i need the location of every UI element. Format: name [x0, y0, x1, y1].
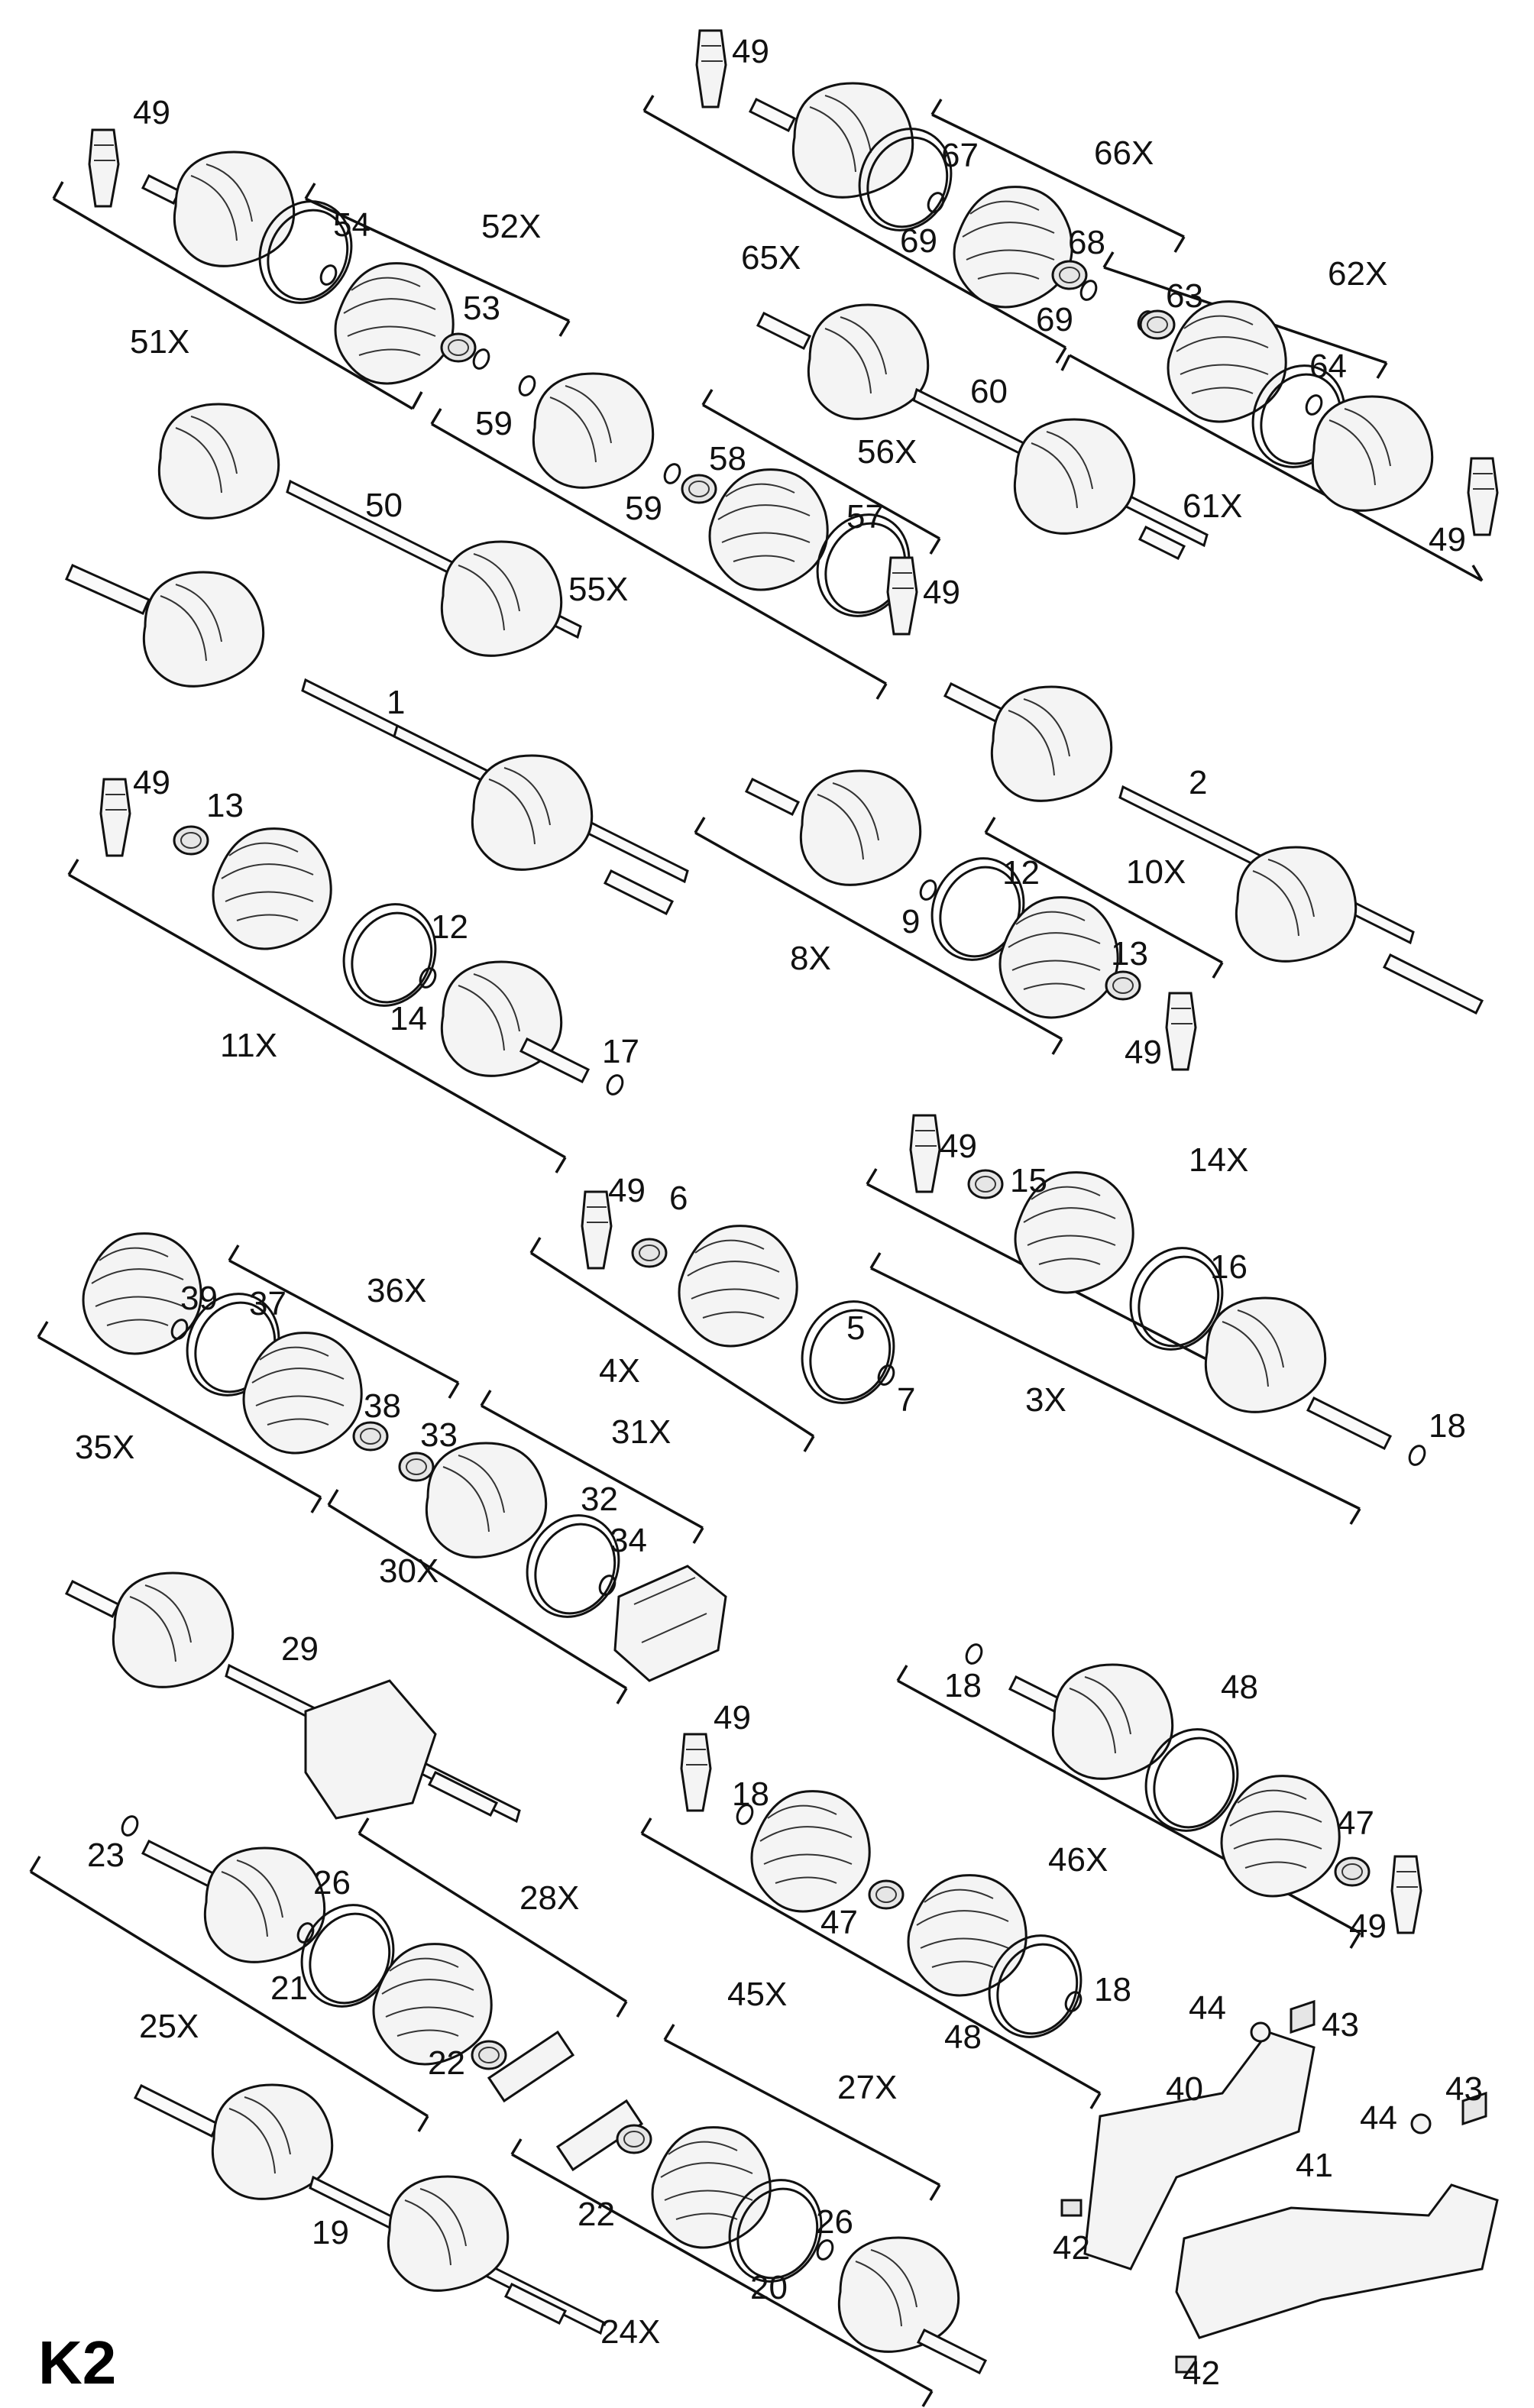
callout: 33	[420, 1416, 458, 1454]
parts-illustration	[64, 29, 1499, 2375]
callout: 12	[431, 908, 468, 946]
callout: 49	[923, 574, 960, 611]
callout: 60	[970, 373, 1008, 410]
callout: 58	[709, 440, 746, 477]
callout-labels: 49 66X 67 69 65X 68 69 62X 63 64 61X 49 …	[75, 33, 1483, 2392]
callout: 55X	[568, 571, 628, 608]
callout: 23	[87, 1837, 125, 1874]
callout: 51X	[130, 323, 189, 361]
callout: 47	[820, 1904, 858, 1941]
callout: 48	[944, 2018, 982, 2056]
callout: 35X	[75, 1429, 134, 1466]
callout: 69	[900, 222, 937, 260]
callout: 14X	[1189, 1141, 1248, 1179]
callout: 44	[1360, 2099, 1397, 2137]
callout: 18	[944, 1667, 982, 1704]
callout: 18	[1094, 1971, 1131, 2008]
callout: 39	[180, 1280, 218, 1317]
callout: 38	[364, 1387, 401, 1425]
callout: 49	[1349, 1908, 1387, 1945]
callout: 49	[732, 33, 769, 70]
callout: 44	[1189, 1989, 1226, 2027]
callout: 13	[206, 787, 244, 824]
callout: 66X	[1094, 134, 1154, 172]
sheet-label: K2	[38, 2329, 116, 2397]
callout: 31X	[611, 1413, 671, 1451]
callout: 25X	[139, 2008, 199, 2045]
callout: 27X	[837, 2069, 897, 2106]
callout: 50	[365, 487, 403, 524]
callout: 34	[610, 1522, 647, 1559]
callout: 13	[1111, 935, 1148, 973]
callout: 40	[1166, 2070, 1203, 2108]
callout: 32	[581, 1481, 618, 1518]
callout: 69	[1036, 301, 1073, 338]
callout: 17	[602, 1033, 639, 1070]
callout: 49	[940, 1128, 977, 1165]
callout: 4X	[599, 1352, 640, 1390]
callout: 52X	[481, 208, 541, 245]
callout: 5	[846, 1309, 865, 1347]
callout: 22	[578, 2196, 615, 2233]
callout: 68	[1068, 224, 1105, 261]
callout: 43	[1322, 2006, 1359, 2044]
callout: 12	[1002, 854, 1040, 892]
callout: 3X	[1025, 1381, 1066, 1419]
callout: 48	[1221, 1668, 1258, 1706]
callout: 29	[281, 1630, 319, 1668]
callout: 24X	[600, 2313, 660, 2351]
callout: 41	[1296, 2147, 1333, 2184]
callout: 16	[1210, 1248, 1248, 1286]
callout: 2	[1189, 764, 1207, 801]
callout: 7	[897, 1381, 915, 1419]
callout: 49	[1429, 521, 1466, 558]
callout: 59	[475, 405, 513, 442]
callout: 6	[669, 1180, 688, 1217]
callout: 67	[941, 137, 979, 174]
callout: 62X	[1328, 255, 1387, 293]
callout: 49	[714, 1699, 751, 1736]
callout: 59	[625, 490, 662, 527]
callout: 26	[313, 1864, 351, 1901]
callout: 49	[1125, 1034, 1162, 1071]
callout: 65X	[741, 239, 801, 277]
callout: 45X	[727, 1976, 787, 2013]
callout: 9	[901, 903, 920, 940]
callout: 22	[428, 2044, 465, 2082]
callout: 46X	[1048, 1841, 1108, 1879]
callout: 30X	[379, 1552, 439, 1590]
callout: 10X	[1126, 853, 1186, 891]
callout: 54	[333, 206, 371, 244]
callout: 49	[133, 764, 170, 801]
callout: 21	[270, 1969, 308, 2007]
callout: 18	[732, 1775, 769, 1813]
callout: 43	[1445, 2070, 1483, 2108]
callout: 19	[312, 2214, 349, 2251]
callout: 42	[1183, 2355, 1220, 2392]
callout: 18	[1429, 1407, 1466, 1445]
callout: 53	[463, 290, 500, 327]
callout: 64	[1309, 348, 1347, 385]
callout: 14	[390, 1000, 427, 1037]
callout: 26	[816, 2203, 853, 2241]
callout: 28X	[519, 1879, 579, 1917]
callout: 20	[750, 2269, 788, 2306]
callout: 47	[1337, 1804, 1374, 1842]
callout: 1	[387, 684, 405, 721]
callout: 36X	[367, 1272, 426, 1309]
callout: 49	[133, 94, 170, 131]
callout: 42	[1053, 2229, 1090, 2267]
callout: 61X	[1183, 487, 1242, 525]
callout: 8X	[790, 940, 831, 977]
callout: 15	[1010, 1162, 1047, 1199]
callout: 56X	[857, 433, 917, 471]
callout: 49	[608, 1172, 646, 1209]
callout: 63	[1166, 277, 1203, 315]
callout: 11X	[220, 1027, 277, 1064]
callout: 37	[249, 1285, 286, 1322]
callout: 57	[846, 498, 884, 536]
